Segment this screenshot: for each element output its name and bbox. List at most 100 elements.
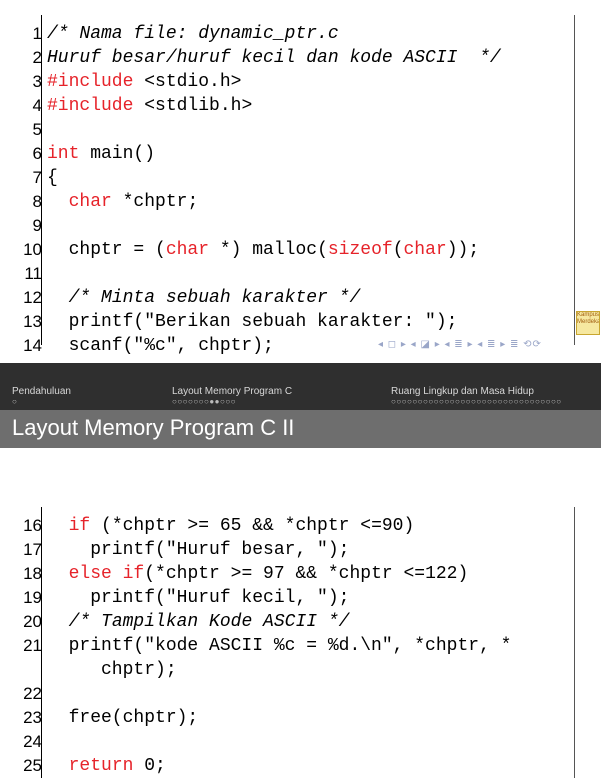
preprocessor-token: #include bbox=[47, 72, 134, 92]
keyword-token: return bbox=[68, 756, 134, 776]
keyword-token: if bbox=[68, 516, 91, 536]
section-layout-memory-dots: ○○○○○○○●●○○○ bbox=[172, 397, 236, 406]
line-number: 6 bbox=[32, 144, 42, 163]
code-token: *chptr; bbox=[111, 192, 199, 212]
code-line: 12 /* Minta sebuah karakter */ bbox=[23, 286, 361, 310]
section-ruang-lingkup[interactable]: Ruang Lingkup dan Masa Hidup bbox=[391, 386, 534, 397]
line-number: 9 bbox=[32, 216, 42, 235]
code-line: 13 printf("Berikan sebuah karakter: "); bbox=[23, 310, 458, 334]
code-token: scanf("%c", chptr); bbox=[47, 336, 274, 356]
line-number: 10 bbox=[23, 240, 42, 259]
code-token bbox=[47, 564, 69, 584]
code-token: printf("Huruf kecil, "); bbox=[47, 588, 350, 608]
code-token bbox=[47, 192, 69, 212]
keyword-token: sizeof bbox=[327, 240, 393, 260]
keyword-token: char bbox=[68, 192, 112, 212]
line-number: 14 bbox=[23, 336, 42, 355]
code-line: 16 if (*chptr >= 65 && *chptr <=90) bbox=[23, 514, 415, 538]
code-token: main() bbox=[79, 144, 156, 164]
line-number: 23 bbox=[23, 708, 42, 727]
keyword-token: int bbox=[47, 144, 80, 164]
code-token: <stdio.h> bbox=[133, 72, 242, 92]
code-line: 4 #include <stdlib.h> bbox=[33, 94, 253, 118]
section-pendahuluan[interactable]: Pendahuluan bbox=[12, 386, 71, 397]
line-number: 19 bbox=[23, 588, 42, 607]
line-number: 25 bbox=[23, 756, 42, 775]
code-token: { bbox=[47, 168, 58, 188]
frame-title-bar: Layout Memory Program C II bbox=[0, 410, 601, 448]
keyword-token: else if bbox=[68, 564, 145, 584]
code-token bbox=[47, 756, 69, 776]
line-number: 20 bbox=[23, 612, 42, 631]
code-token: <stdlib.h> bbox=[133, 96, 253, 116]
slide-separator bbox=[0, 363, 601, 382]
code-token: )); bbox=[446, 240, 480, 260]
code-token: 0; bbox=[133, 756, 166, 776]
code-line: 21 printf("kode ASCII %c = %d.\n", *chpt… bbox=[23, 634, 511, 658]
line-number: 3 bbox=[32, 72, 42, 91]
code-line: chptr); bbox=[47, 658, 177, 682]
comment-token: Huruf besar/huruf kecil dan kode ASCII *… bbox=[47, 48, 501, 68]
line-number: 7 bbox=[32, 168, 42, 187]
keyword-token: char bbox=[403, 240, 447, 260]
code-line: 20 /* Tampilkan Kode ASCII */ bbox=[23, 610, 350, 634]
line-number: 12 bbox=[23, 288, 42, 307]
line-number: 2 bbox=[32, 48, 42, 67]
code-token: ( bbox=[392, 240, 404, 260]
keyword-token: char bbox=[165, 240, 210, 260]
code-token: free(chptr); bbox=[47, 708, 199, 728]
code-right-rule bbox=[574, 507, 575, 778]
code-token bbox=[47, 288, 69, 308]
line-number: 15 bbox=[18, 358, 42, 363]
code-line: 8 char *chptr; bbox=[33, 190, 199, 214]
section-navigation-bar: Pendahuluan ○ Layout Memory Program C ○○… bbox=[0, 382, 601, 410]
code-left-rule bbox=[41, 15, 42, 345]
line-number: 21 bbox=[23, 636, 42, 655]
code-token: chptr); bbox=[47, 660, 177, 680]
code-token: *) malloc( bbox=[209, 240, 328, 260]
line-number: 17 bbox=[23, 540, 42, 559]
code-line: 10 chptr = (char *) malloc(sizeof(char))… bbox=[23, 238, 480, 262]
line-number: 18 bbox=[23, 564, 42, 583]
comment-token: /* Minta sebuah karakter */ bbox=[68, 288, 361, 308]
code-line: 23 free(chptr); bbox=[23, 706, 199, 730]
code-line: 1 /* Nama file: dynamic_ptr.c bbox=[33, 22, 339, 46]
line-number: 5 bbox=[32, 120, 42, 139]
code-line: 6 int main() bbox=[33, 142, 156, 166]
code-token: (*chptr >= 97 && *chptr <=122) bbox=[144, 564, 469, 584]
section-pendahuluan-dots: ○ bbox=[12, 397, 18, 406]
code-line: 19 printf("Huruf kecil, "); bbox=[23, 586, 350, 610]
line-number: 22 bbox=[23, 684, 42, 703]
line-number: 16 bbox=[23, 516, 42, 535]
code-line: 17 printf("Huruf besar, "); bbox=[23, 538, 350, 562]
code-token: (*chptr >= 65 && *chptr <=90) bbox=[90, 516, 415, 536]
frame-title: Layout Memory Program C II bbox=[12, 415, 295, 440]
code-token: printf("Huruf besar, "); bbox=[47, 540, 350, 560]
code-token bbox=[47, 612, 69, 632]
line-number: 13 bbox=[23, 312, 42, 331]
beamer-navigation-icons[interactable]: ◂ ◻ ▸ ◂ ◪ ▸ ◂ ≣ ▸ ◂ ≣ ▸ ≣ ⟲⟳ bbox=[378, 339, 542, 350]
code-line: 14 scanf("%c", chptr); bbox=[23, 334, 274, 358]
line-number: 24 bbox=[23, 732, 42, 751]
slide-2: Pendahuluan ○ Layout Memory Program C ○○… bbox=[0, 382, 601, 778]
slide-1: 1 /* Nama file: dynamic_ptr.c 2 Huruf besar… bbox=[0, 0, 601, 363]
code-token bbox=[47, 516, 69, 536]
code-token: printf("Berikan sebuah karakter: "); bbox=[47, 312, 458, 332]
comment-token: /* Tampilkan Kode ASCII */ bbox=[68, 612, 350, 632]
code-left-rule bbox=[41, 507, 42, 778]
code-line: 25 return 0; bbox=[23, 754, 166, 778]
section-ruang-lingkup-dots: ○○○○○○○○○○○○○○○○○○○○○○○○○○○○○○○○ bbox=[391, 397, 562, 406]
line-number: 1 bbox=[32, 24, 42, 43]
preprocessor-token: #include bbox=[47, 96, 134, 116]
code-line: 2 Huruf besar/huruf kecil dan kode ASCII … bbox=[33, 46, 501, 70]
comment-token: /* Nama file: dynamic_ptr.c bbox=[47, 24, 339, 44]
code-line: 18 else if(*chptr >= 97 && *chptr <=122) bbox=[23, 562, 469, 586]
line-number: 8 bbox=[32, 192, 42, 211]
section-layout-memory[interactable]: Layout Memory Program C bbox=[172, 386, 293, 397]
line-number: 11 bbox=[24, 264, 42, 283]
code-line: 3 #include <stdio.h> bbox=[33, 70, 242, 94]
code-token: chptr = ( bbox=[47, 240, 166, 260]
code-right-rule bbox=[574, 15, 575, 345]
line-number: 4 bbox=[32, 96, 42, 115]
code-line: 7{ bbox=[33, 166, 58, 190]
